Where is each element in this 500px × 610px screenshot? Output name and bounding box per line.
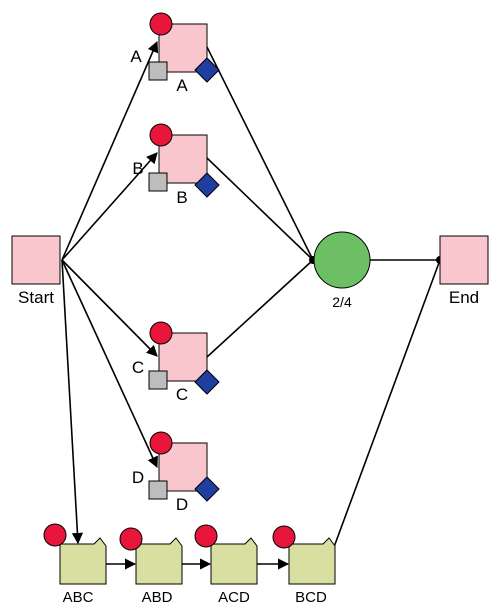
task-label-b: B	[176, 188, 187, 207]
task-label-a: A	[176, 76, 188, 95]
task-node-a[interactable]: A A	[130, 12, 220, 95]
red-circle-icon	[149, 123, 173, 147]
combo-label-acd: ACD	[218, 589, 250, 606]
blue-diamond-icon	[194, 57, 220, 83]
end-label: End	[449, 288, 479, 307]
gray-square-icon	[148, 61, 168, 81]
edge-bcd-end	[333, 259, 441, 548]
edge-start-a	[61, 40, 159, 261]
red-circle-icon	[43, 523, 67, 547]
gray-square-icon	[148, 480, 168, 500]
edge-label-c: C	[132, 358, 144, 377]
red-circle-icon	[149, 431, 173, 455]
combo-node-bcd[interactable]: BCD	[272, 525, 336, 606]
edge-start-abc	[61, 259, 84, 545]
start-label: Start	[18, 288, 54, 307]
red-circle-icon	[149, 321, 173, 345]
task-node-b[interactable]: B B	[132, 123, 220, 207]
edge-label-b: B	[132, 159, 143, 178]
combo-label-bcd: BCD	[295, 589, 327, 606]
combo-node-abc[interactable]: ABC	[43, 523, 107, 606]
start-node[interactable]: Start	[11, 235, 61, 307]
blue-diamond-icon	[194, 476, 220, 502]
combo-label-abd: ABD	[142, 589, 173, 606]
red-circle-icon	[194, 524, 218, 548]
edge-label-a: A	[130, 47, 142, 66]
edge-start-c	[61, 259, 158, 357]
edge-c-join	[206, 259, 314, 358]
task-node-d[interactable]: D D	[132, 431, 220, 514]
combo-label-abc: ABC	[63, 589, 94, 606]
combo-node-acd[interactable]: ACD	[194, 524, 258, 606]
edge-start-b	[61, 152, 158, 261]
edge-start-d	[61, 259, 158, 469]
red-circle-icon	[149, 12, 173, 36]
edges-layer	[61, 40, 444, 570]
task-node-c[interactable]: C C	[132, 321, 220, 404]
red-circle-icon	[119, 527, 143, 551]
edge-b-join	[206, 157, 314, 261]
end-node[interactable]: End	[439, 235, 489, 307]
edge-a-join	[206, 46, 314, 261]
blue-diamond-icon	[194, 172, 220, 198]
join-label: 2/4	[332, 294, 352, 310]
task-label-c: C	[176, 385, 188, 404]
join-node[interactable]: 2/4	[313, 231, 371, 310]
blue-diamond-icon	[194, 369, 220, 395]
task-label-d: D	[176, 495, 188, 514]
edge-label-d: D	[132, 468, 144, 487]
gray-square-icon	[148, 172, 168, 192]
combo-node-abd[interactable]: ABD	[119, 527, 183, 606]
gray-square-icon	[148, 370, 168, 390]
red-circle-icon	[272, 525, 296, 549]
